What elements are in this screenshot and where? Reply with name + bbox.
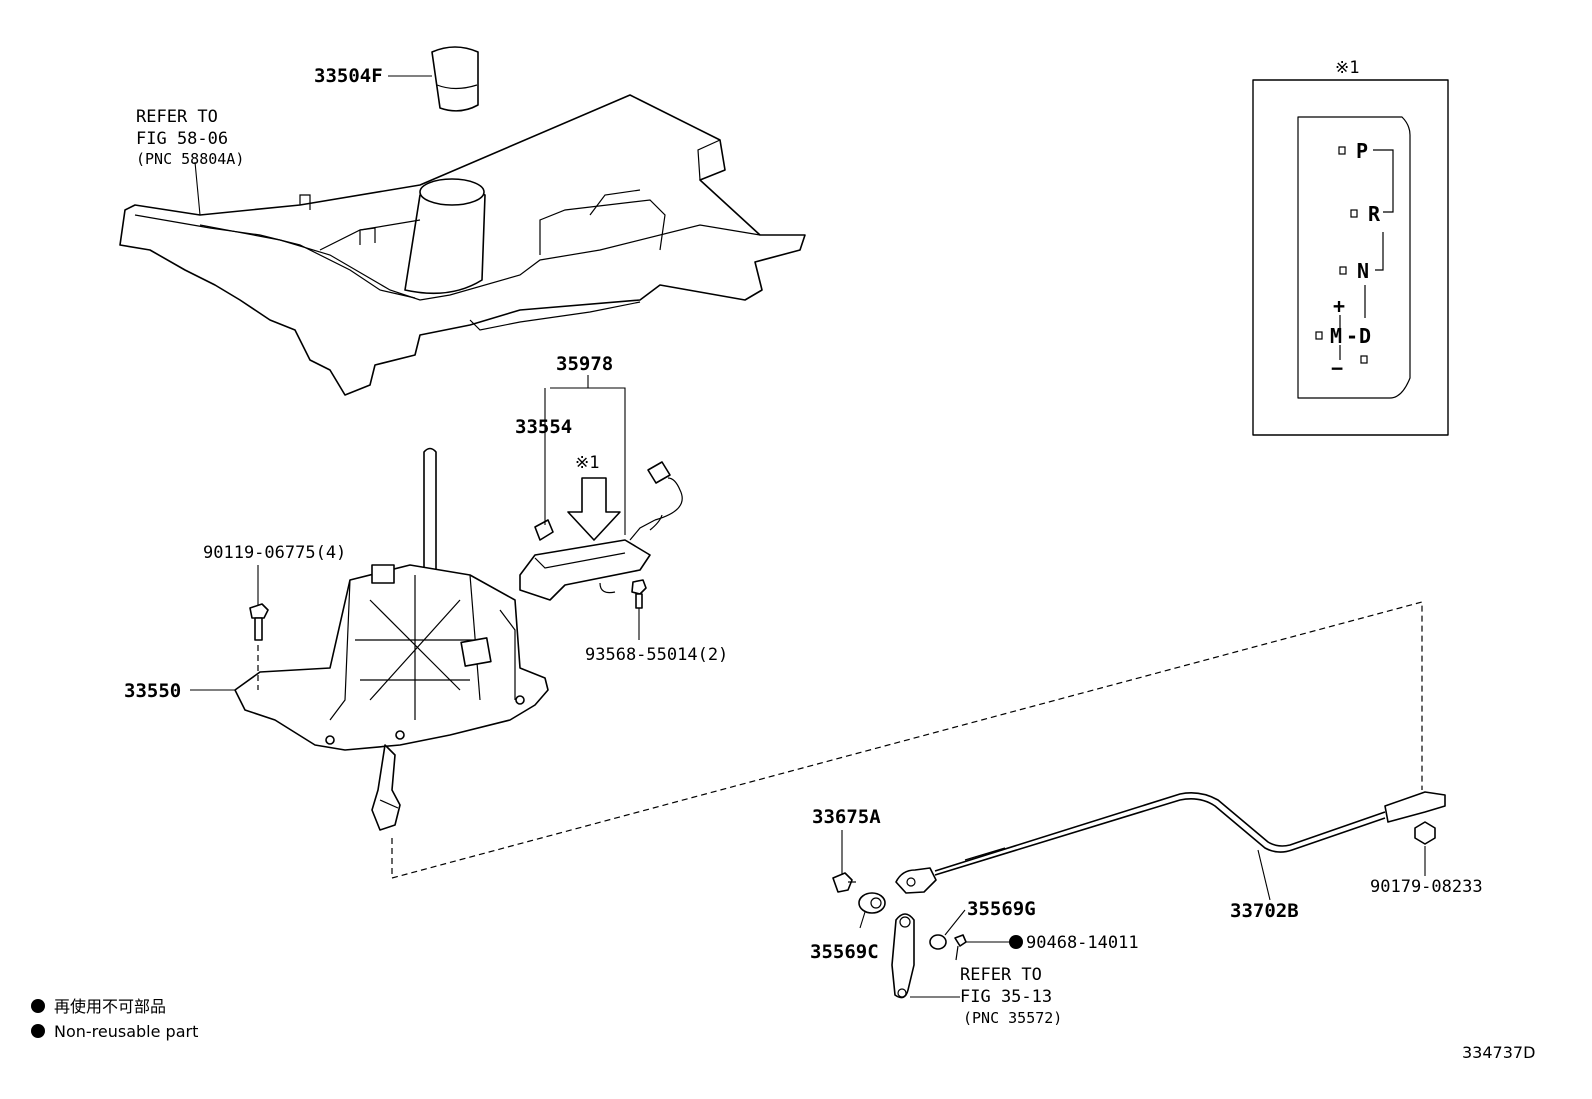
label-indicator-assy: 35978 <box>556 353 613 375</box>
label-refer-lever-2: FIG 35-13 <box>960 987 1052 1007</box>
label-control-cable: 33702B <box>1230 900 1299 922</box>
gate-position-p: P <box>1356 139 1368 163</box>
view-arrow <box>567 477 621 541</box>
transmission-lever-drawing <box>891 913 915 999</box>
nut-drawing <box>1414 821 1436 845</box>
label-nut: 90179-08233 <box>1370 877 1483 897</box>
label-housing-plate: 33554 <box>515 416 572 438</box>
leader-lines <box>190 75 1426 998</box>
label-screw-2: 93568-55014(2) <box>585 645 728 665</box>
bushing-g-drawing <box>929 934 947 950</box>
screw-drawing <box>631 579 647 609</box>
label-refer-console-3: (PNC 58804A) <box>136 150 244 168</box>
label-knob: 33504F <box>314 65 383 87</box>
non-reusable-marker <box>1009 935 1023 949</box>
label-refer-lever-1: REFER TO <box>960 965 1042 985</box>
label-bushing-c: 35569C <box>810 941 879 963</box>
label-shift-lever-assy: 33550 <box>124 680 181 702</box>
gate-note: ※1 <box>1335 58 1359 78</box>
bushing-c-drawing <box>858 892 886 914</box>
console-panel-drawing <box>119 94 806 396</box>
label-pin: 90468-14011 <box>1026 933 1139 953</box>
label-refer-console-1: REFER TO <box>136 107 218 127</box>
cable-connection-dashed <box>391 601 1423 879</box>
pin-drawing <box>954 934 967 961</box>
label-bushing-g: 35569G <box>967 898 1036 920</box>
label-clip: 33675A <box>812 806 881 828</box>
gate-dash: - <box>1346 324 1358 348</box>
label-bolt-4: 90119-06775(4) <box>203 543 346 563</box>
label-refer-lever-3: (PNC 35572) <box>963 1009 1062 1027</box>
legend-bullet-en <box>31 1024 45 1038</box>
label-note-ref-arrow: ※1 <box>575 453 599 473</box>
shift-lever-assembly-drawing <box>234 447 549 831</box>
gate-position-d: D <box>1359 324 1371 348</box>
bolt-drawing <box>249 603 269 690</box>
control-cable-drawing <box>895 791 1446 894</box>
legend-jp: 再使用不可部品 <box>54 997 166 1016</box>
shift-knob-drawing <box>431 46 479 112</box>
gate-minus: − <box>1331 356 1343 380</box>
gate-position-r: R <box>1368 202 1381 226</box>
label-refer-console-2: FIG 58-06 <box>136 129 228 149</box>
legend-en: Non-reusable part <box>54 1022 198 1041</box>
indicator-housing-drawing <box>519 461 683 601</box>
figure-id: 334737D <box>1462 1043 1535 1062</box>
gate-position-n: N <box>1357 259 1369 283</box>
gate-plus: + <box>1333 294 1345 318</box>
gate-position-m: M <box>1330 324 1342 348</box>
gate-panel <box>1252 79 1449 436</box>
legend-bullet-jp <box>31 999 45 1013</box>
clip-drawing <box>832 872 856 893</box>
